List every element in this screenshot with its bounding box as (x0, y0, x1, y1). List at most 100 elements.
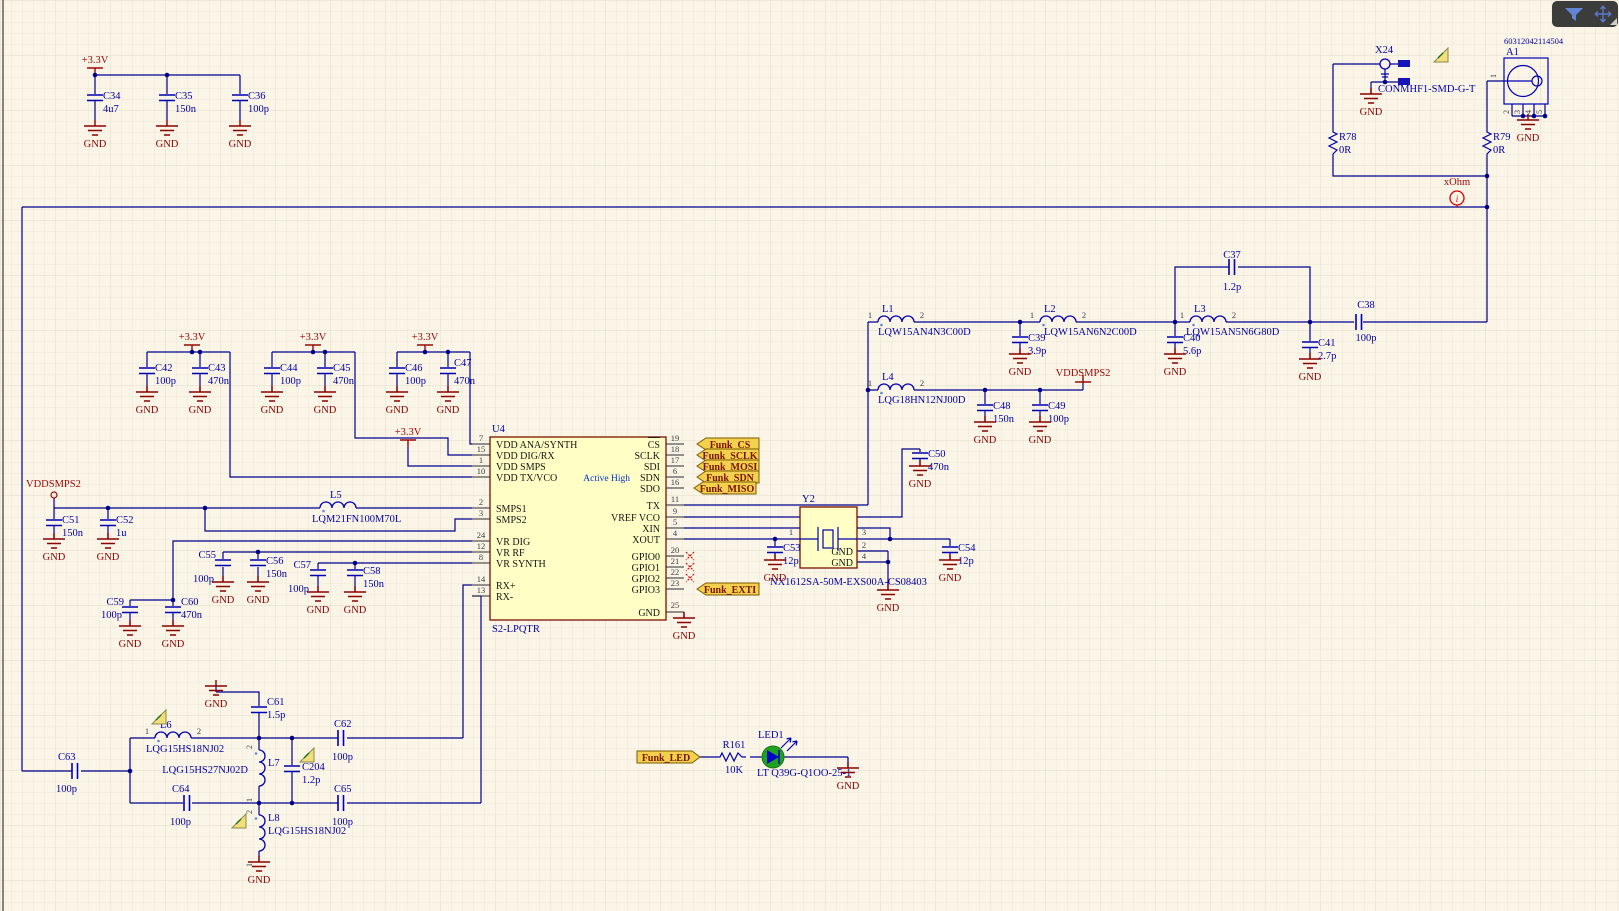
svg-text:14: 14 (477, 574, 486, 584)
svg-text:23: 23 (671, 578, 680, 588)
power-rail-top-left[interactable]: +3.3V C34 4u7 C35 150n C36 100p GND GND … (82, 55, 269, 150)
wires-smps-rail[interactable] (53, 498, 472, 539)
port-funk-miso[interactable]: Funk_MISO (693, 481, 757, 495)
filter-icon[interactable] (1565, 8, 1583, 21)
svg-text:GND: GND (43, 552, 66, 563)
svg-text:1: 1 (1489, 74, 1498, 78)
connector-x24[interactable]: X24 CONMHF1-SMD-G-T GND (1359, 45, 1476, 118)
svg-text:1: 1 (868, 378, 872, 388)
svg-text:C56: C56 (266, 556, 284, 567)
resistor-R161[interactable]: R161 10K (717, 740, 747, 776)
svg-text:4: 4 (862, 551, 867, 561)
svg-text:C38: C38 (1357, 300, 1375, 311)
svg-text:C57: C57 (293, 560, 311, 571)
gnd-symbol[interactable]: GND (83, 119, 107, 150)
svg-text:100p: 100p (1356, 333, 1377, 344)
val-C35: 150n (175, 104, 197, 115)
svg-text:C55: C55 (198, 550, 216, 561)
svg-text:C50: C50 (928, 449, 946, 460)
port-funk-cs[interactable]: Funk_CS (696, 437, 760, 451)
svg-text:R78: R78 (1339, 132, 1357, 143)
svg-text:22: 22 (671, 567, 680, 577)
inductor-L6[interactable]: 1 L6 2 LQG15HS18NJ02 (145, 709, 224, 755)
selection-toolbar (1552, 1, 1618, 27)
svg-text:VR SYNTH: VR SYNTH (496, 559, 546, 570)
led-circuit[interactable]: Funk_LED R161 10K LED1 LT Q39G-Q1OO-25-1… (636, 730, 860, 792)
svg-text:L2: L2 (1044, 304, 1056, 315)
svg-text:+3.3V: +3.3V (412, 332, 439, 343)
power-33v-u4[interactable]: +3.3V (395, 427, 422, 448)
svg-text:1: 1 (479, 455, 483, 465)
svg-text:C37: C37 (1223, 250, 1241, 261)
gnd-symbol-u4[interactable]: GND (672, 611, 696, 642)
svg-text:C46: C46 (405, 363, 423, 374)
part-U4: S2-LPQTR (492, 624, 540, 635)
svg-text:L5: L5 (330, 490, 342, 501)
svg-text:12p: 12p (958, 556, 974, 567)
svg-text:C204: C204 (302, 762, 326, 773)
resistor-R79[interactable]: R79 0R (1482, 129, 1511, 159)
svg-text:Funk_EXTI: Funk_EXTI (704, 585, 756, 596)
svg-text:1: 1 (245, 863, 254, 867)
probe-xohm[interactable]: xOhm i (1444, 177, 1470, 207)
svg-text:100p: 100p (193, 574, 214, 585)
svg-text:100p: 100p (170, 817, 191, 828)
svg-text:GND: GND (831, 558, 853, 569)
svg-text:2: 2 (479, 497, 483, 507)
wire-main-rf-line[interactable] (21, 206, 1487, 771)
port-funk-mosi[interactable]: Funk_MOSI (696, 459, 760, 473)
svg-text:GND: GND (229, 139, 252, 150)
svg-text:100p: 100p (332, 817, 353, 828)
toolbar-corner-handle[interactable] (1610, 18, 1617, 25)
inductor-L1[interactable]: 1 L1 2 LQW15AN4N3C00D (868, 304, 971, 338)
wires-vr-decoupling[interactable] (129, 540, 472, 626)
svg-text:5: 5 (1535, 110, 1544, 114)
inductor-L5[interactable]: L5 LQM21FN100M70L (312, 490, 401, 525)
svg-text:SDN: SDN (640, 473, 660, 484)
power-33v-symbol[interactable]: +3.3V (82, 55, 109, 76)
svg-text:GND: GND (212, 595, 235, 606)
inductor-L2[interactable]: 1 L2 2 LQW15AN6N2C00D (1030, 304, 1137, 338)
svg-text:LQW15AN4N3C00D: LQW15AN4N3C00D (878, 327, 971, 338)
svg-text:Funk_SDN: Funk_SDN (706, 473, 755, 484)
inductor-L7[interactable]: 2 1 L7 LQG15HS27NJ02D (162, 745, 279, 802)
svg-text:GND: GND (1517, 133, 1540, 144)
svg-text:470n: 470n (208, 376, 230, 387)
svg-text:21: 21 (671, 556, 680, 566)
svg-text:Funk_MISO: Funk_MISO (700, 484, 755, 495)
svg-text:LQG15HS18NJ02: LQG15HS18NJ02 (146, 744, 224, 755)
crystal-y2[interactable]: Y2 1 3 2 4 GND GND NX1612SA-50M-EXS00A-C… (763, 494, 977, 614)
inductor-L3[interactable]: 1 L3 2 LQW15AN5N6G80D (1180, 304, 1280, 338)
svg-text:GND: GND (974, 435, 997, 446)
svg-text:C64: C64 (172, 784, 190, 795)
svg-text:C63: C63 (58, 752, 76, 763)
port-funk-led[interactable]: Funk_LED (636, 750, 701, 764)
inductor-L4[interactable]: 1 L4 2 LQG18HN12NJ00D (868, 372, 966, 406)
svg-text:GPIO0: GPIO0 (632, 552, 660, 563)
antenna-a1[interactable]: 60312042114504 A1 1 2 3 4 5 GND (1489, 36, 1564, 144)
port-funk-exti[interactable]: Funk_EXTI (696, 582, 760, 596)
svg-text:100p: 100p (280, 376, 301, 387)
svg-text:GND: GND (1164, 367, 1187, 378)
svg-text:GND: GND (909, 479, 932, 490)
svg-text:2: 2 (920, 310, 924, 320)
svg-text:GND: GND (1360, 107, 1383, 118)
led-LED1[interactable]: LED1 LT Q39G-Q1OO-25-1 (757, 730, 851, 779)
move-icon[interactable] (1594, 5, 1612, 23)
port-funk-sclk[interactable]: Funk_SCLK (696, 448, 760, 462)
svg-text:LQW15AN6N2C00D: LQW15AN6N2C00D (1044, 327, 1137, 338)
inductor-L8[interactable]: 2 1 L8 LQG15HS18NJ02 (231, 810, 346, 867)
resistor-R78[interactable]: R78 0R (1328, 129, 1357, 159)
gnd-symbol[interactable]: GND (228, 119, 252, 150)
gnd-symbol[interactable]: GND (155, 119, 179, 150)
